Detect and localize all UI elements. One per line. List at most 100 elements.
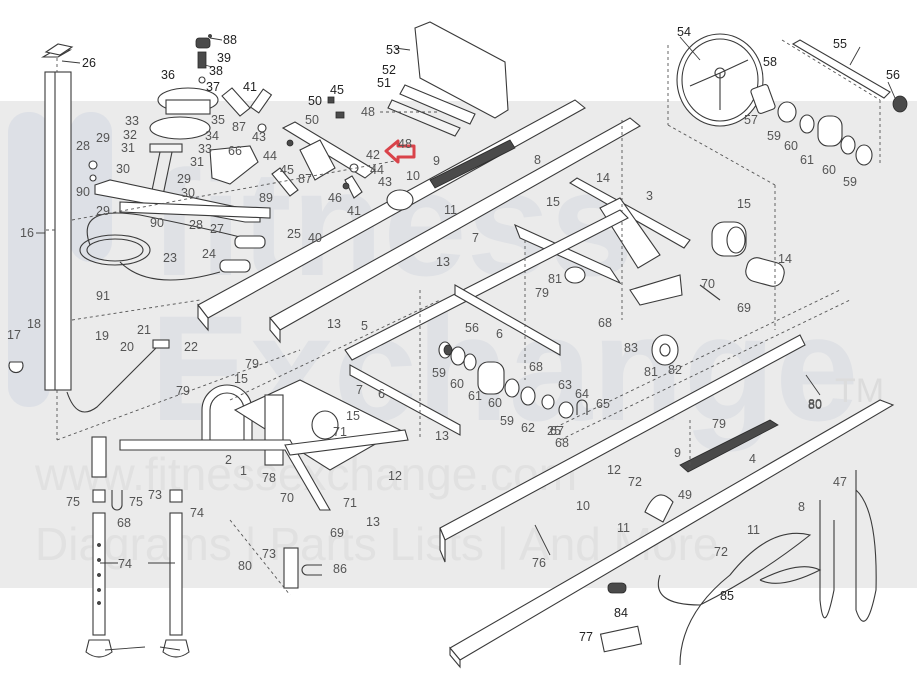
callout-label: 61 xyxy=(800,153,814,167)
callout-label: 79 xyxy=(535,286,549,300)
callout-label: 69 xyxy=(330,526,344,540)
callout-label: 29 xyxy=(96,131,110,145)
callout-label: 6 xyxy=(496,327,503,341)
part-lower-rails xyxy=(439,334,895,669)
callout-label: 71 xyxy=(343,496,357,510)
callout-label: 24 xyxy=(202,247,216,261)
callout-label: 39 xyxy=(217,51,231,65)
callout-label: 28 xyxy=(76,139,90,153)
callout-label: 64 xyxy=(575,387,589,401)
part-console xyxy=(380,21,509,137)
part-upper-rail xyxy=(197,99,641,344)
callout-label: 72 xyxy=(628,475,642,489)
part-center-bracket xyxy=(257,96,376,190)
callout-label: 17 xyxy=(7,328,21,342)
callout-label: 81 xyxy=(644,365,658,379)
callout-label: 16 xyxy=(20,226,34,240)
callout-label: 12 xyxy=(388,469,402,483)
callout-label: 48 xyxy=(361,105,375,119)
watermark-logo-bar xyxy=(70,112,112,262)
callout-label: 68 xyxy=(117,516,131,530)
callout-label: 30 xyxy=(181,186,195,200)
callout-label: 21 xyxy=(137,323,151,337)
callout-label: 82 xyxy=(668,363,682,377)
callout-label: 30 xyxy=(116,162,130,176)
callout-label: 49 xyxy=(678,488,692,502)
callout-label: 60 xyxy=(450,377,464,391)
callout-label: 83 xyxy=(624,341,638,355)
callout-label: 60 xyxy=(822,163,836,177)
callout-label: 70 xyxy=(280,491,294,505)
callout-label: 56 xyxy=(886,68,900,82)
callout-label: 90 xyxy=(76,185,90,199)
callout-labels: 88 26 39 38 36 37 41 45 50 53 52 51 48 5… xyxy=(7,25,900,644)
callout-label: 57 xyxy=(744,113,758,127)
part-front-frame xyxy=(56,349,409,658)
callout-label: 28 xyxy=(189,218,203,232)
callout-label: 48 xyxy=(398,137,412,151)
callout-label: 36 xyxy=(161,68,175,82)
callout-label: 74 xyxy=(190,506,204,520)
callout-label: 13 xyxy=(366,515,380,529)
callout-label: 74 xyxy=(118,557,132,571)
callout-label: 41 xyxy=(243,80,257,94)
callout-label: 38 xyxy=(209,64,223,78)
callout-label: 67 xyxy=(550,424,564,438)
callout-label: 88 xyxy=(223,33,237,47)
callout-label: 9 xyxy=(433,154,440,168)
callout-label: 44 xyxy=(370,163,384,177)
red-arrow-icon xyxy=(384,139,416,164)
callout-label: 53 xyxy=(386,43,400,57)
callout-label: 84 xyxy=(614,606,628,620)
callout-label: 29 xyxy=(96,204,110,218)
callout-label: 15 xyxy=(234,372,248,386)
callout-label: 11 xyxy=(617,521,630,535)
callout-label: 33 xyxy=(125,114,139,128)
callout-label: 78 xyxy=(262,471,276,485)
callout-label: 14 xyxy=(596,171,610,185)
callout-label: 80 xyxy=(238,559,252,573)
callout-label: 4 xyxy=(749,452,756,466)
callout-label: 34 xyxy=(205,129,219,143)
callout-label: 25 xyxy=(547,424,561,438)
callout-label: 31 xyxy=(121,141,135,155)
callout-label: 69 xyxy=(737,301,751,315)
callout-label: 65 xyxy=(596,397,610,411)
callout-label: 12 xyxy=(607,463,621,477)
callout-label: 40 xyxy=(308,231,322,245)
part-pull-cable xyxy=(8,212,266,413)
assembly-dash-lines xyxy=(45,159,851,470)
callout-label: 20 xyxy=(120,340,134,354)
part-upright-post xyxy=(40,43,74,391)
callout-label: 32 xyxy=(123,128,137,142)
callout-label: 35 xyxy=(211,113,225,127)
callout-label: 59 xyxy=(500,414,514,428)
callout-label: 75 xyxy=(129,495,143,509)
callout-label: 89 xyxy=(259,191,273,205)
callout-label: 43 xyxy=(252,130,266,144)
part-seat-arm xyxy=(88,145,271,223)
callout-label: 8 xyxy=(534,153,541,167)
callout-label: 11 xyxy=(747,523,760,537)
callout-label: 11 xyxy=(444,203,457,217)
drawing xyxy=(8,21,908,669)
part-flywheel xyxy=(667,33,776,186)
callout-label: 66 xyxy=(228,144,242,158)
callout-label: 81 xyxy=(548,272,562,286)
callout-label: 46 xyxy=(328,191,342,205)
callout-label: 71 xyxy=(333,425,347,439)
watermark-logo-bar xyxy=(8,112,50,407)
callout-label: 7 xyxy=(472,231,479,245)
callout-label: 8 xyxy=(798,500,805,514)
callout-label: 58 xyxy=(763,55,777,69)
callout-label: 15 xyxy=(546,195,560,209)
leader-lines xyxy=(36,36,896,651)
part-seat-assembly xyxy=(149,34,219,201)
callout-label: 73 xyxy=(148,488,162,502)
callout-label: 15 xyxy=(737,197,751,211)
callout-label: 42 xyxy=(366,148,380,162)
callout-label: 68 xyxy=(598,316,612,330)
callout-label: 72 xyxy=(714,545,728,559)
callout-label: 62 xyxy=(521,421,535,435)
callout-label: 56 xyxy=(465,321,479,335)
